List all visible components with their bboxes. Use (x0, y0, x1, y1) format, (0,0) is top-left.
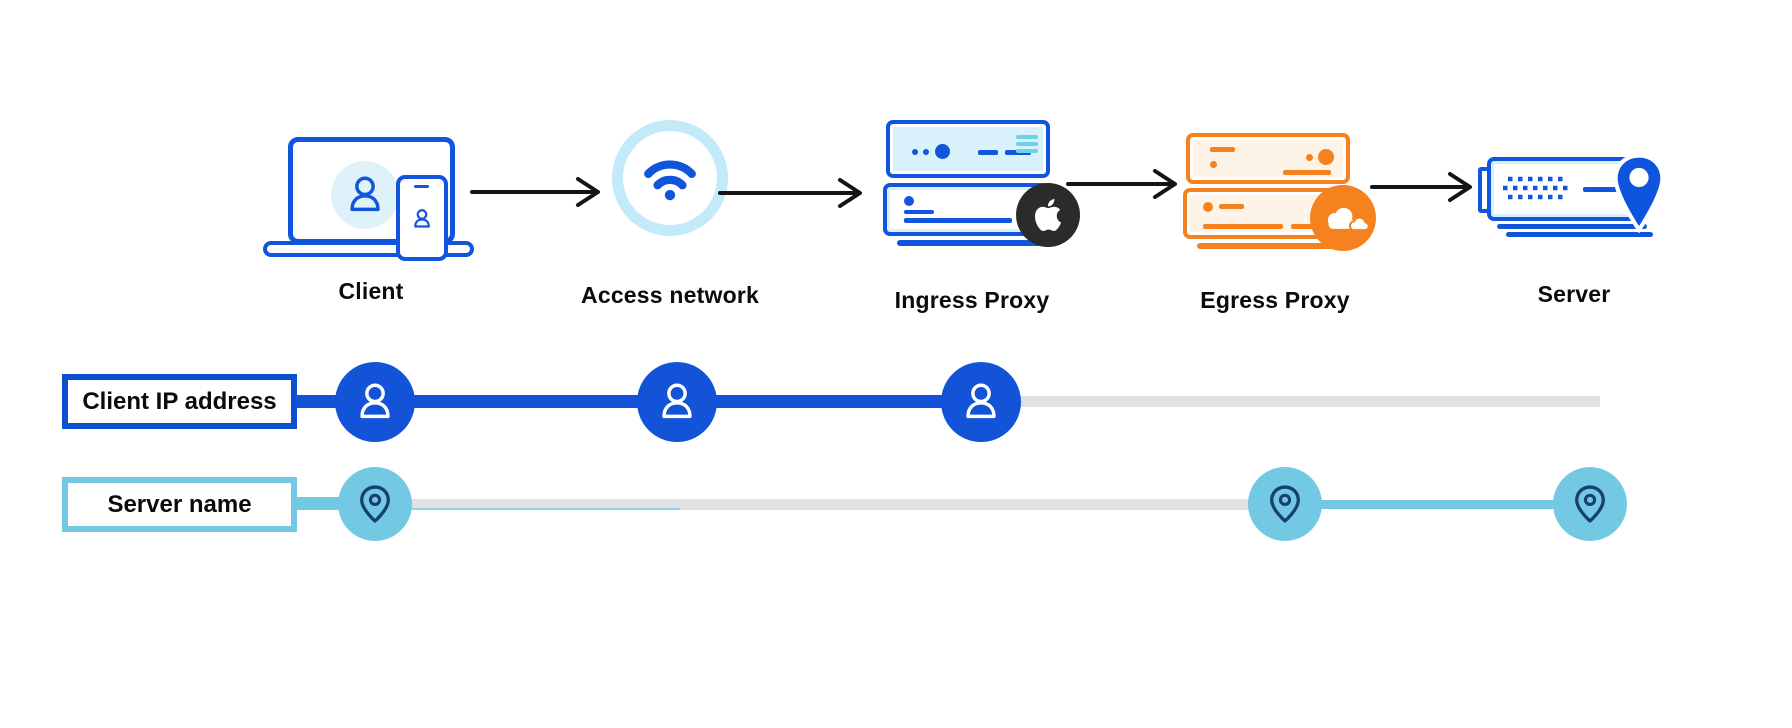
client-ip-label-box: Client IP address (62, 374, 297, 429)
origin-server-icon (1487, 157, 1640, 221)
node-label-ingress-proxy: Ingress Proxy (894, 287, 1050, 313)
smartphone-icon (396, 175, 448, 261)
person-marker-icon (335, 362, 415, 442)
person-marker-icon (941, 362, 1021, 442)
egress-server-unit-top (1186, 133, 1350, 184)
server-stack-shadow (1197, 243, 1355, 249)
cloudflare-logo-icon (1310, 185, 1376, 251)
node-label-server: Server (1537, 281, 1611, 307)
ingress-server-unit-top (886, 120, 1050, 178)
server-stack-shadow (897, 240, 1057, 246)
server-stack-shadow (1506, 232, 1653, 237)
node-label-client: Client (338, 278, 404, 304)
thin-cyan-underline (400, 508, 680, 510)
flow-arrow (1370, 172, 1472, 202)
person-icon (350, 176, 380, 212)
server-name-active-track (1285, 500, 1590, 509)
pin-marker-icon (1248, 467, 1322, 541)
pin-marker-icon (1553, 467, 1627, 541)
server-name-label-box: Server name (62, 477, 297, 532)
node-label-egress-proxy: Egress Proxy (1200, 287, 1350, 313)
client-ip-inactive-track (1012, 396, 1600, 407)
server-name-label: Server name (107, 490, 252, 518)
person-marker-icon (637, 362, 717, 442)
person-icon (414, 209, 430, 228)
wifi-glyph (644, 160, 696, 201)
client-ip-label: Client IP address (82, 387, 277, 415)
wifi-icon (612, 120, 728, 236)
pin-marker-icon (338, 467, 412, 541)
server-dot-matrix (1503, 176, 1570, 200)
flow-arrow (1066, 169, 1177, 199)
node-label-access-network: Access network (581, 282, 759, 308)
server-name-inactive-track (378, 499, 1285, 510)
flow-arrow (470, 177, 600, 207)
user-avatar-icon (331, 161, 399, 229)
apple-logo-icon (1016, 183, 1080, 247)
phone-speaker (414, 185, 429, 188)
server-stack-shadow (1497, 224, 1647, 229)
location-pin-icon (1613, 153, 1665, 234)
flow-arrow (718, 178, 862, 208)
